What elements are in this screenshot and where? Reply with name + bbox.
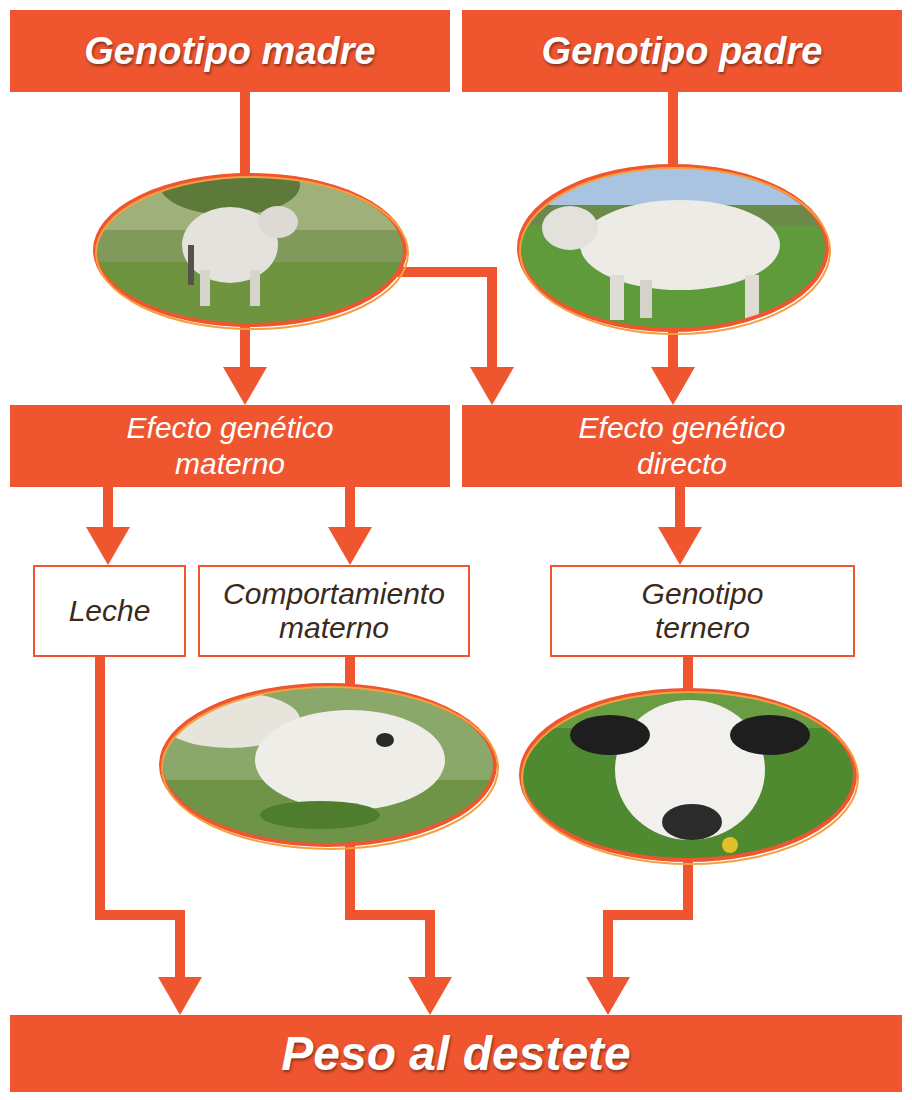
factor-box: Genotipo ternero <box>550 565 855 657</box>
node-label: Efecto genético materno <box>95 410 365 482</box>
flow-arrow <box>100 657 202 1015</box>
node-label: Genotipo madre <box>84 30 375 73</box>
arrow-shaft <box>103 487 113 531</box>
calf-mother-photo <box>158 682 498 850</box>
arrow-head <box>223 367 267 405</box>
effect-band: Efecto genético materno <box>10 405 450 487</box>
arrow-head <box>658 527 702 565</box>
node-label: Peso al destete <box>281 1026 631 1081</box>
node-label: Leche <box>69 594 151 629</box>
genotype-band: Genotipo padre <box>462 10 902 92</box>
arrow-head <box>470 367 514 405</box>
flow-arrow <box>658 487 702 565</box>
result-band: Peso al destete <box>10 1015 902 1092</box>
node-label: Comportamiento materno <box>206 577 462 646</box>
arrow-head <box>158 977 202 1015</box>
flow-arrow <box>328 487 372 565</box>
arrow-head <box>408 977 452 1015</box>
arrow-head <box>651 367 695 405</box>
genotype-band: Genotipo madre <box>10 10 450 92</box>
arrow-shaft <box>345 487 355 531</box>
factor-box: Comportamiento materno <box>198 565 470 657</box>
calf-photo <box>518 688 858 864</box>
arrow-shaft <box>100 657 180 981</box>
arrow-head <box>86 527 130 565</box>
arrow-head <box>328 527 372 565</box>
flow-arrow <box>86 487 130 565</box>
mother-photo <box>90 155 410 332</box>
arrow-shaft <box>675 487 685 531</box>
effect-band: Efecto genético directo <box>462 405 902 487</box>
factor-box: Leche <box>33 565 186 657</box>
father-photo <box>515 160 835 335</box>
node-label: Genotipo ternero <box>593 577 813 646</box>
node-label: Efecto genético directo <box>547 410 817 482</box>
arrow-head <box>586 977 630 1015</box>
node-label: Genotipo padre <box>542 30 823 73</box>
